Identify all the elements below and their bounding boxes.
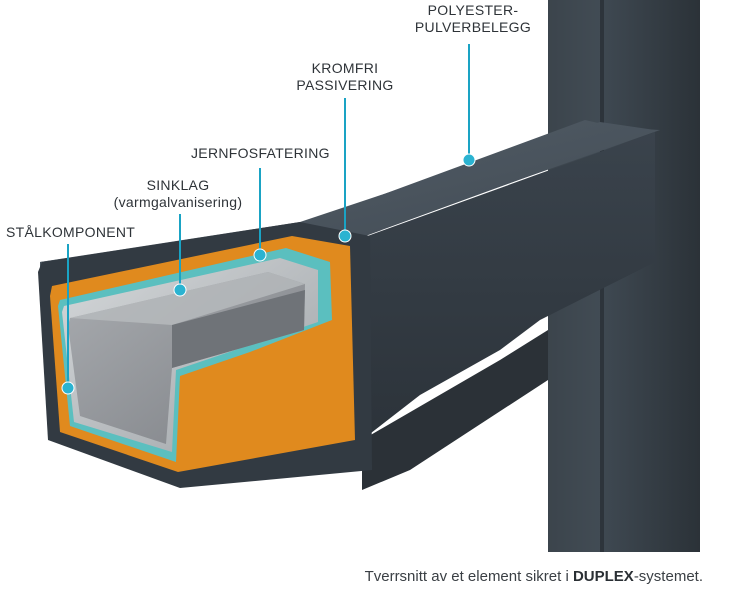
label-kromfri-line1: KROMFRI — [311, 60, 379, 76]
label-kromfri-line2: PASSIVERING — [296, 77, 394, 93]
caption-prefix: Tverrsnitt av et element sikret i — [364, 568, 573, 585]
label-jernfosfatering: JERNFOSFATERING — [191, 145, 330, 161]
leader-lines — [67, 44, 470, 388]
horizontal-beam — [40, 120, 660, 490]
label-sinklag: SINKLAG (varmgalvanisering) — [103, 177, 253, 211]
label-sinklag-line2: (varmgalvanisering) — [113, 194, 243, 210]
label-polyester-line1: POLYESTER- — [427, 2, 519, 18]
label-sinklag-line1: SINKLAG — [146, 177, 210, 193]
label-stalkomponent: STÅLKOMPONENT — [6, 224, 136, 240]
figure-caption: Tverrsnitt av et element sikret i DUPLEX… — [365, 568, 703, 585]
leader-dots — [61, 153, 476, 395]
label-kromfri-passivering: KROMFRI PASSIVERING — [285, 60, 405, 94]
cross-section — [38, 222, 372, 488]
caption-bold: DUPLEX — [572, 568, 634, 585]
caption-suffix: -systemet. — [633, 568, 703, 585]
label-polyester-pulverbelegg: POLYESTER- PULVERBELEGG — [408, 2, 538, 36]
label-polyester-line2: PULVERBELEGG — [414, 19, 532, 35]
